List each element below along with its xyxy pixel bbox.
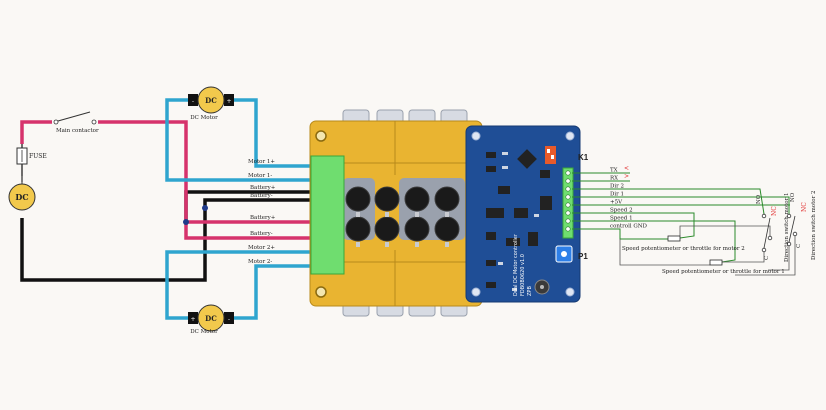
sw1-label: Direction switch motor 1: [784, 193, 790, 263]
junction-dot: [183, 219, 189, 225]
signal-wire: [572, 220, 736, 263]
main-contactor-switch: [53, 111, 97, 125]
signal-wire: [572, 188, 765, 215]
motor2-glyph: DC: [205, 314, 217, 323]
board-text-2: FDB0B0620 v1.0: [520, 254, 526, 296]
board-text-1: Dual DC Motor controller: [513, 233, 519, 296]
return-wire: [768, 246, 790, 271]
power-label: Battery+: [250, 215, 276, 221]
dip-switch: [545, 146, 556, 164]
signal-label: RX: [610, 176, 618, 182]
motor1-label: DC Motor: [190, 115, 218, 121]
power-terminal-block: [310, 155, 345, 275]
return-wire: [679, 225, 771, 236]
signal-label: Dir 1: [610, 192, 624, 198]
p1-label: P1: [578, 252, 588, 261]
junction-dot: [202, 205, 208, 211]
power-terminal-labels: Motor 1+ Motor 1- Battery+ Battery- Battery+…: [248, 159, 276, 265]
signal-label: +5V: [610, 200, 623, 206]
motor1-glyph: DC: [205, 96, 217, 105]
battery-positive-wire-left: [20, 120, 52, 144]
motor1-plus-wire: [234, 98, 313, 168]
rx-mark: >: [624, 173, 629, 180]
return-wire: [722, 252, 765, 263]
sw2-nc: NC: [801, 202, 808, 212]
pot1-label: Speed potentiometer or throttle for moto…: [662, 269, 785, 275]
signal-label: controll GND: [610, 224, 648, 230]
power-label: Battery-: [250, 193, 273, 199]
signal-label: Speed 2: [610, 208, 633, 214]
motor1-minus-wire: [165, 98, 313, 182]
battery-negative-wire: [20, 198, 313, 282]
board-text-3: ZPB: [527, 286, 533, 296]
signal-wire: [572, 212, 695, 239]
sw1-nc: NC: [771, 206, 778, 216]
motor1-plus-pole: +: [226, 98, 231, 105]
power-label: Motor 2-: [248, 259, 272, 265]
switch-icon: [761, 213, 798, 253]
main-contactor-label: Main contactor: [56, 128, 99, 134]
return-wire: [735, 236, 796, 276]
motor2-label: DC Motor: [190, 329, 218, 335]
sw2-label: Direction switch motor 2: [811, 191, 817, 261]
pot2-label: Speed potentiometer or throttle for moto…: [622, 246, 745, 252]
dc-motor-icon: [188, 86, 234, 114]
motor2-plus-pole: +: [190, 316, 195, 323]
motor1-minus-pole: -: [192, 98, 194, 105]
motor2-plus-wire: [165, 250, 313, 320]
sw2-no: NO: [790, 192, 796, 202]
power-label: Battery+: [250, 185, 276, 191]
k1-label: K1: [578, 153, 589, 162]
motor2-minus-pole: -: [228, 316, 230, 323]
fuse-icon: [16, 147, 28, 165]
signal-label: TX: [610, 168, 618, 174]
sw2-c: C: [796, 244, 802, 248]
potentiometer-icon: [667, 235, 681, 242]
power-label: Motor 2+: [248, 245, 275, 251]
capacitor-bank: [343, 178, 465, 247]
tx-mark: <: [624, 165, 629, 172]
dc-source-label: DC: [15, 192, 28, 202]
dc-source-icon: [8, 176, 36, 211]
signal-label: Speed 1: [610, 216, 633, 222]
controller-board: K1 P1 Dual DC Motor controller FDB0B0620…: [309, 109, 589, 317]
signal-wire: [572, 228, 668, 240]
sw1-no: NO: [756, 194, 762, 204]
signal-label: Dir 2: [610, 184, 624, 190]
sw1-c: C: [764, 256, 770, 260]
power-label: Motor 1-: [248, 173, 272, 179]
return-wire: [619, 239, 710, 266]
potentiometer-icon: [709, 259, 723, 266]
signal-wires: TX RX Dir 2 Dir 1 +5V Speed 2 Speed 1 controll …: [572, 168, 796, 276]
dc-motor-icon: [188, 304, 234, 332]
power-label: Battery-: [250, 231, 273, 237]
power-label: Motor 1+: [248, 159, 275, 165]
motor2-minus-wire: [234, 264, 313, 320]
fuse-label: FUSE: [29, 153, 47, 160]
